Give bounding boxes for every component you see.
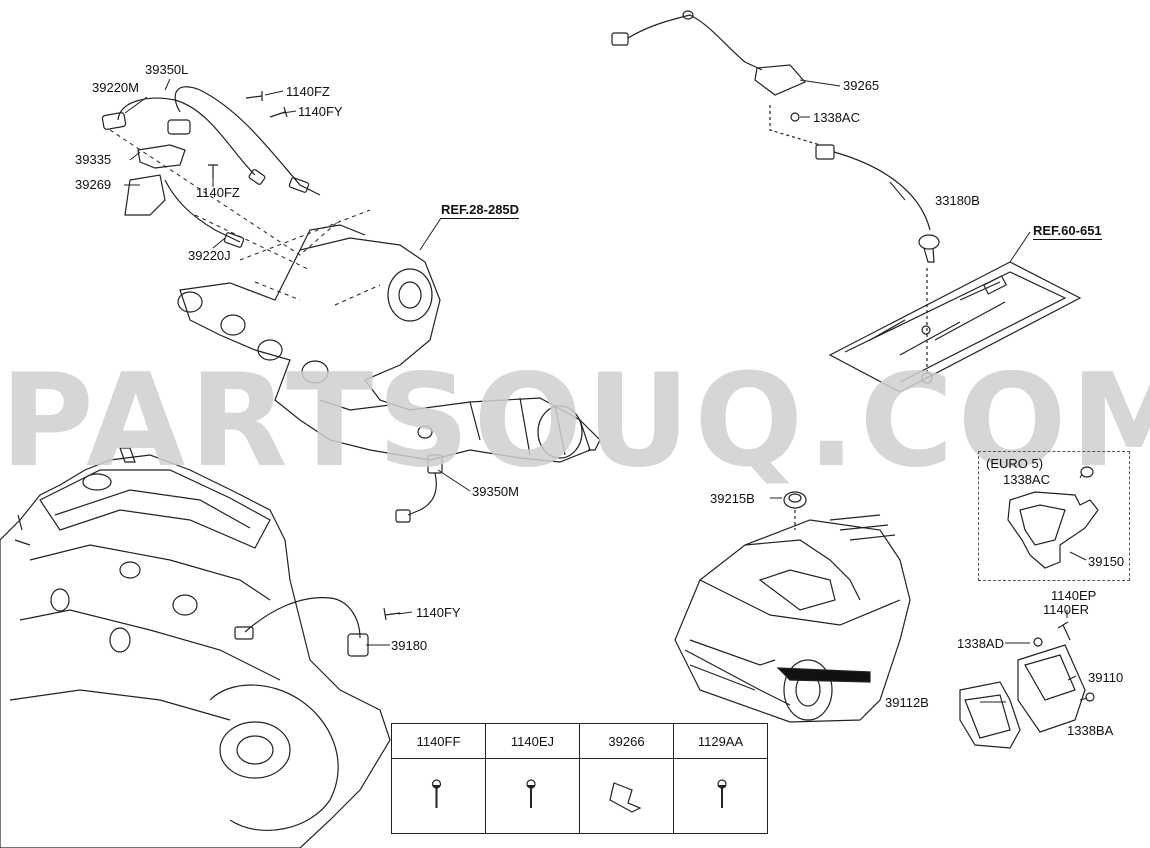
engine-block-drawing — [0, 447, 391, 848]
euro5-title: (EURO 5) — [986, 456, 1044, 471]
table-header-1140FF: 1140FF — [391, 723, 486, 759]
euro5-box — [978, 451, 1130, 581]
callout-1140FY-a: 1140FY — [298, 104, 343, 119]
ecu-drawing — [959, 621, 1095, 749]
ecu-bracket-drawing — [1007, 466, 1099, 569]
bolt-icon — [673, 758, 768, 834]
vehicle-drawing — [674, 514, 911, 723]
nox-sensor-harness — [611, 10, 940, 263]
grommet-drawing — [783, 491, 807, 530]
rear-o2-sensor — [395, 454, 443, 523]
callout-39150: 39150 — [1088, 554, 1125, 569]
ref-floor-label: REF.60-651 — [1033, 223, 1102, 240]
bolt-icon — [485, 758, 580, 834]
callout-1338AD: 1338AD — [957, 636, 1004, 651]
leader-lines — [124, 78, 1088, 703]
callout-1338AC-a: 1338AC — [813, 110, 860, 125]
callout-1140EP: 1140EP — [1051, 588, 1097, 603]
turbo-manifold-drawing — [177, 224, 601, 463]
bracket-icon — [579, 758, 674, 834]
callout-39269: 39269 — [75, 177, 112, 192]
dashed-reference-lines — [109, 129, 381, 306]
ref-turbo-label: REF.28-285D — [441, 202, 520, 219]
table-header-1129AA: 1129AA — [673, 723, 768, 759]
callout-1338AC-b: 1338AC — [1003, 472, 1050, 487]
callout-1338BA: 1338BA — [1067, 723, 1114, 738]
callout-39220J: 39220J — [188, 248, 231, 263]
floor-panel-drawing — [828, 261, 1082, 393]
callout-39180: 39180 — [391, 638, 428, 653]
callout-1140FZ-b: 1140FZ — [196, 185, 240, 200]
callout-39110: 39110 — [1088, 670, 1124, 685]
callout-39215B: 39215B — [710, 491, 755, 506]
callout-39220M: 39220M — [92, 80, 139, 95]
callout-39335: 39335 — [75, 152, 112, 167]
o2-sensor-wiring — [101, 86, 321, 248]
callout-39112B: 39112B — [885, 695, 929, 710]
callout-39350L: 39350L — [145, 62, 189, 77]
table-header-39266: 39266 — [579, 723, 674, 759]
callout-1140ER: 1140ER — [1043, 602, 1090, 617]
callout-1140FY-b: 1140FY — [416, 605, 461, 620]
parts-table: 1140FF 1140EJ 39266 1129AA — [391, 723, 768, 834]
table-header-1140EJ: 1140EJ — [485, 723, 580, 759]
knock-sensor-wiring — [234, 597, 401, 657]
callout-39265: 39265 — [843, 78, 880, 93]
callout-1140FZ-a: 1140FZ — [286, 84, 330, 99]
callout-39350M: 39350M — [472, 484, 519, 499]
callout-33180B: 33180B — [935, 193, 980, 208]
bolt-icon — [391, 758, 486, 834]
